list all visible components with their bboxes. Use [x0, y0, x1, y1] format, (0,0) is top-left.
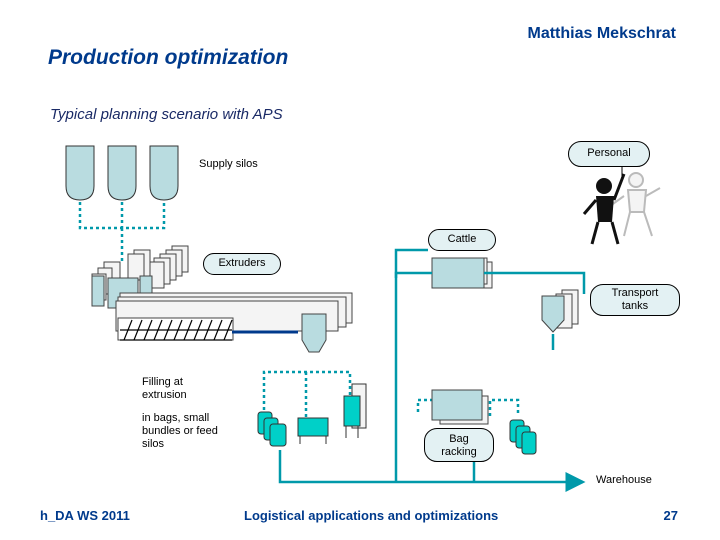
supply-silo-2 [107, 145, 137, 201]
bag-racking-bubble: Bag racking [424, 428, 494, 462]
slide-subtitle: Typical planning scenario with APS [50, 106, 283, 123]
bags-label: in bags, small bundles or feed silos [142, 412, 218, 451]
extruder-hopper [301, 313, 327, 353]
extruders [91, 245, 353, 341]
cattle-unit [431, 257, 493, 289]
supply-silo-1 [65, 145, 95, 201]
bags-label-line1: in bags, small [142, 412, 210, 424]
cattle-label: Cattle [447, 233, 477, 245]
warehouse-tanks [509, 419, 537, 455]
page-number: 27 [663, 508, 678, 523]
supply-silos [65, 145, 179, 201]
footer-course: h_DA WS 2011 [40, 508, 130, 523]
extruder-screw [120, 319, 233, 341]
slide-title: Production optimization [48, 46, 289, 69]
transport-tanks-label-line1: Transport [611, 287, 659, 299]
footer-topic: Logistical applications and optimization… [244, 508, 499, 523]
transport-tanks [541, 289, 579, 333]
filling-label-line2: extrusion [142, 389, 187, 401]
dotted-feeds [262, 370, 520, 420]
warehouse-label: Warehouse [596, 474, 652, 486]
bag-racking-unit [431, 389, 489, 425]
supply-silo-3 [149, 145, 179, 201]
cattle-bubble: Cattle [428, 229, 496, 251]
filling-label: Filling at extrusion [142, 376, 187, 402]
filling-label-line1: Filling at [142, 376, 183, 388]
worker-icon [582, 173, 626, 245]
personal-bubble: Personal [568, 141, 650, 167]
bag-racking-label-line2: racking [441, 446, 477, 458]
personal-label: Personal [587, 147, 631, 159]
bags-label-line3: silos [142, 438, 165, 450]
silo-feed-lines [78, 202, 166, 262]
extruders-bubble: Extruders [203, 253, 281, 275]
filling-stands [299, 426, 359, 444]
filling-tanks [257, 383, 367, 447]
supply-silos-label: Supply silos [199, 158, 258, 170]
pipe-network [278, 248, 586, 492]
extruders-label: Extruders [218, 257, 266, 269]
bags-label-line2: bundles or feed [142, 425, 218, 437]
personal-figures [582, 172, 661, 245]
transport-tanks-bubble: Transport tanks [590, 284, 680, 316]
transport-tanks-label-line2: tanks [621, 300, 649, 312]
author-name: Matthias Mekschrat [527, 25, 677, 42]
bag-racking-label-line1: Bag [449, 433, 469, 445]
